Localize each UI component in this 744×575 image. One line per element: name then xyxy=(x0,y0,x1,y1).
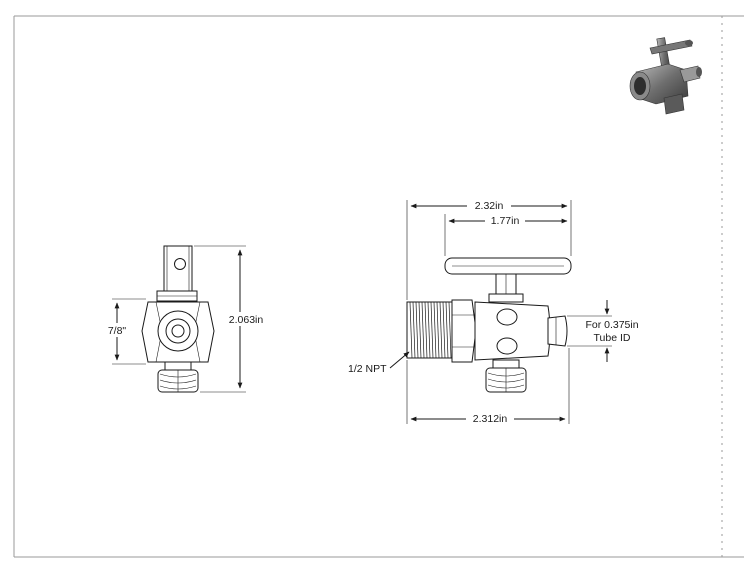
tube-note-line2: Tube ID xyxy=(594,332,631,344)
end-view xyxy=(112,245,246,393)
thread-line xyxy=(412,301,416,359)
dim-handle-width: 1.77in xyxy=(491,215,520,227)
thread-line xyxy=(421,301,425,359)
thread-line xyxy=(448,301,452,359)
thread-line xyxy=(424,301,428,359)
end-view-tab-hole xyxy=(174,258,186,270)
thread-line xyxy=(415,301,419,359)
thread-line xyxy=(430,301,434,359)
thread-line xyxy=(433,301,437,359)
dim-overall-width: 2.32in xyxy=(475,200,504,212)
side-view-hex xyxy=(451,299,477,363)
thread-callout: 1/2 NPT xyxy=(348,363,387,375)
thread-line xyxy=(442,301,446,359)
side-view xyxy=(389,200,612,424)
isometric-valve-icon xyxy=(629,37,702,115)
thread-line xyxy=(436,301,440,359)
dim-body-length: 2.312in xyxy=(473,413,508,425)
thread-line xyxy=(418,301,422,359)
sheet-border xyxy=(13,15,744,558)
thread-line xyxy=(445,301,449,359)
tube-note-line1: For 0.375in xyxy=(585,319,638,331)
dim-hex-size: 7/8" xyxy=(108,325,127,337)
thread-line xyxy=(409,301,413,359)
dim-overall-height: 2.063in xyxy=(229,314,264,326)
thread-line xyxy=(427,301,431,359)
side-view-barb xyxy=(547,315,568,347)
thread-line xyxy=(439,301,443,359)
